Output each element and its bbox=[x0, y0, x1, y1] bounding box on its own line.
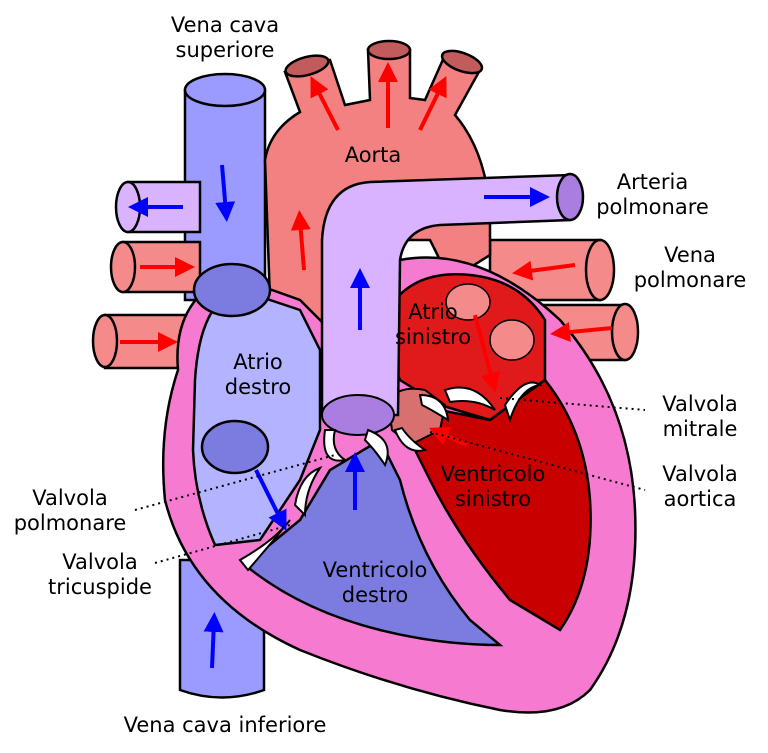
label-aorta: Aorta bbox=[344, 143, 402, 167]
label-vena-polmonare: Vena polmonare bbox=[633, 243, 747, 292]
right-atrium-ivc-opening bbox=[200, 419, 270, 475]
oxygenated-flow-arrows bbox=[120, 62, 613, 447]
left-atrium-vein-opening-2 bbox=[489, 319, 535, 361]
label-valvola-polmonare: Valvola polmonare bbox=[13, 486, 127, 535]
mitral-valve bbox=[443, 381, 543, 424]
right-ventricle bbox=[243, 438, 504, 647]
label-ventricolo-sinistro: Ventricolo sinistro bbox=[440, 462, 546, 511]
aortic-valve bbox=[393, 393, 450, 452]
label-vena-cava-superiore: Vena cava superiore bbox=[170, 13, 280, 62]
superior-vena-cava-opening bbox=[183, 72, 267, 108]
label-valvola-mitrale: Valvola mitrale bbox=[662, 392, 738, 441]
aorta-branch-2 bbox=[366, 39, 412, 61]
aorta-branch-1 bbox=[284, 54, 330, 78]
pulmonary-valve bbox=[323, 428, 389, 468]
label-ventricolo-destro: Ventricolo destro bbox=[322, 558, 428, 607]
aorta-branch-3 bbox=[440, 49, 484, 75]
label-valvola-aortica: Valvola aortica bbox=[662, 462, 738, 511]
label-atrio-sinistro: Atrio sinistro bbox=[394, 300, 472, 349]
right-atrium bbox=[191, 288, 322, 547]
label-vena-cava-inferiore: Vena cava inferiore bbox=[123, 713, 327, 737]
deoxygenated-flow-arrows bbox=[128, 164, 550, 669]
label-arteria-polmonare: Arteria polmonare bbox=[596, 170, 709, 219]
pulmonary-valve-base bbox=[321, 394, 395, 436]
left-atrium-vein-opening-1 bbox=[445, 283, 491, 321]
right-atrium-svc-opening bbox=[192, 262, 272, 318]
label-atrio-destro: Atrio destro bbox=[224, 350, 292, 399]
leader-lines bbox=[134, 397, 646, 564]
pulmonary-artery-right-opening bbox=[555, 172, 585, 222]
label-valvola-tricuspide: Valvola tricuspide bbox=[48, 550, 152, 599]
tricuspid-valve bbox=[238, 466, 323, 572]
